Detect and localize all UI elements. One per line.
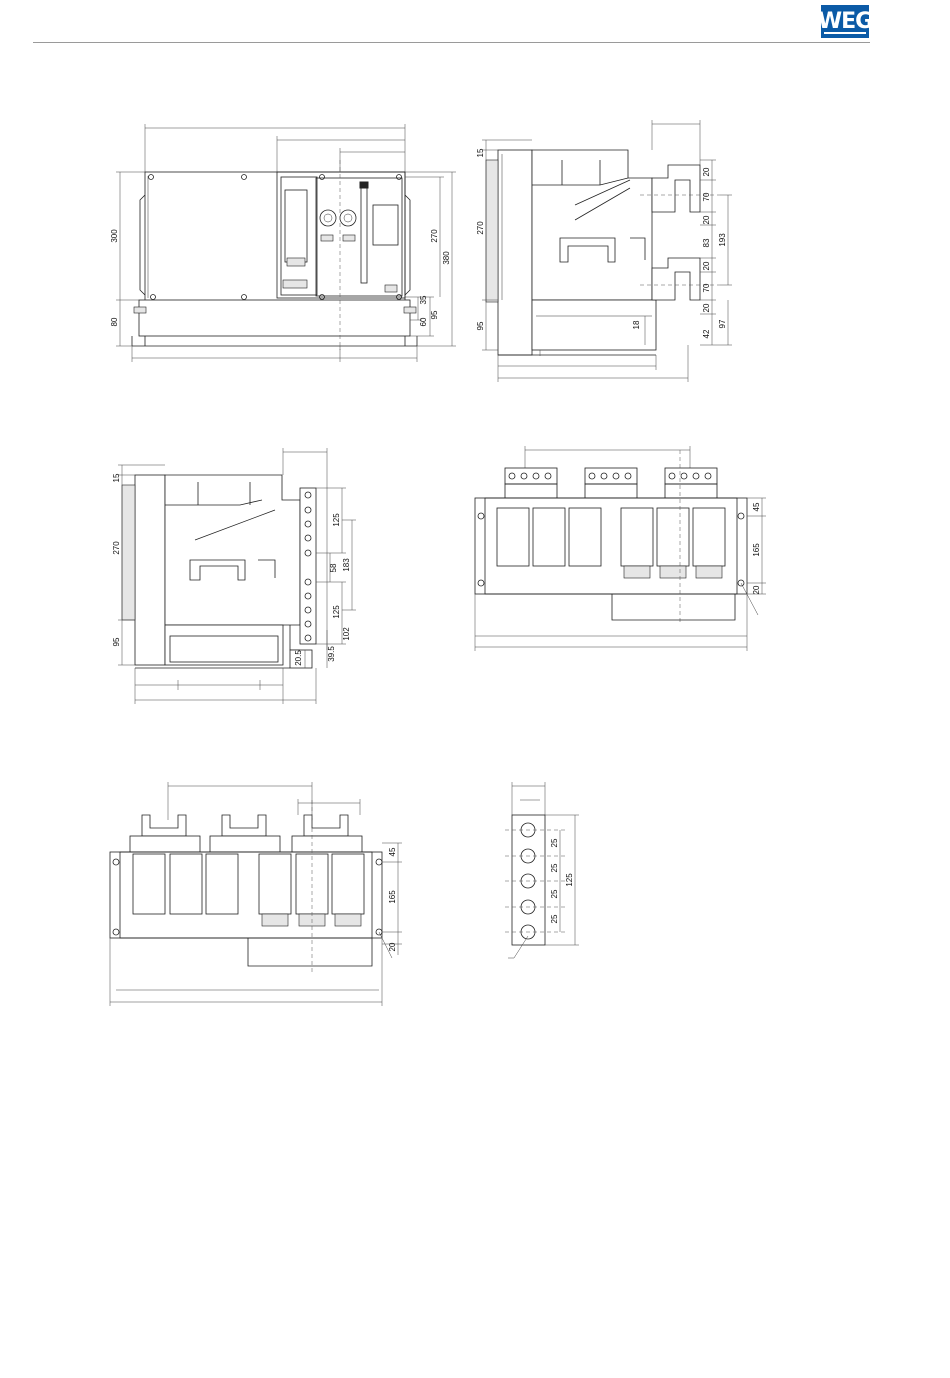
- top-dim-20: 20: [388, 942, 397, 951]
- detail-dim-95: 95: [112, 637, 121, 646]
- side-dim-42: 42: [702, 329, 711, 338]
- front-dim-80: 80: [110, 317, 119, 326]
- top-view: 45 165 20: [110, 782, 402, 1006]
- side-dim-20b: 20: [702, 215, 711, 224]
- side-dim-97: 97: [718, 319, 727, 328]
- rear-dim-165: 165: [752, 543, 761, 557]
- detail-dim-270: 270: [112, 541, 121, 555]
- busbar-dim-25c: 25: [550, 889, 559, 898]
- front-dim-270: 270: [430, 229, 439, 243]
- side-dim-193: 193: [718, 233, 727, 247]
- side-dim-270: 270: [476, 221, 485, 235]
- detail-dim-15: 15: [112, 473, 121, 482]
- detail-dim-125b: 125: [332, 605, 341, 619]
- side-detail-view: 15 270 95 125 183 58 125 102 39.5 20.5: [112, 448, 356, 704]
- front-dim-60: 60: [419, 317, 428, 326]
- busbar-view: 25 25 25 25 125: [505, 782, 579, 958]
- detail-dim-39-5: 39.5: [327, 646, 336, 662]
- top-dim-45: 45: [388, 847, 397, 856]
- rear-dim-45: 45: [752, 502, 761, 511]
- busbar-dim-25d: 25: [550, 914, 559, 923]
- side-dim-20a: 20: [702, 167, 711, 176]
- busbar-dim-25a: 25: [550, 838, 559, 847]
- side-dim-83: 83: [702, 238, 711, 247]
- side-view: 15 270 95 20 70 20 193 83 20 70 20 97 42…: [476, 120, 732, 382]
- detail-dim-20-5: 20.5: [294, 650, 303, 666]
- side-dim-70a: 70: [702, 192, 711, 201]
- detail-dim-58: 58: [329, 563, 338, 572]
- front-dim-95: 95: [430, 310, 439, 319]
- side-dim-70b: 70: [702, 283, 711, 292]
- busbar-dim-125: 125: [565, 873, 574, 887]
- front-dim-35: 35: [419, 295, 428, 304]
- busbar-dim-25b: 25: [550, 863, 559, 872]
- side-dim-18: 18: [632, 320, 641, 329]
- side-dim-20d: 20: [702, 303, 711, 312]
- front-dim-300: 300: [110, 229, 119, 243]
- top-dim-165: 165: [388, 890, 397, 904]
- side-dim-95: 95: [476, 321, 485, 330]
- front-view: 300 80 270 380 35 60 95: [110, 124, 456, 362]
- rear-view: 45 165 20: [475, 446, 766, 651]
- rear-dim-20: 20: [752, 585, 761, 594]
- detail-dim-183: 183: [342, 558, 351, 572]
- side-dim-20c: 20: [702, 261, 711, 270]
- side-dim-15: 15: [476, 148, 485, 157]
- detail-dim-125a: 125: [332, 513, 341, 527]
- front-dim-380: 380: [442, 251, 451, 265]
- detail-dim-102: 102: [342, 627, 351, 641]
